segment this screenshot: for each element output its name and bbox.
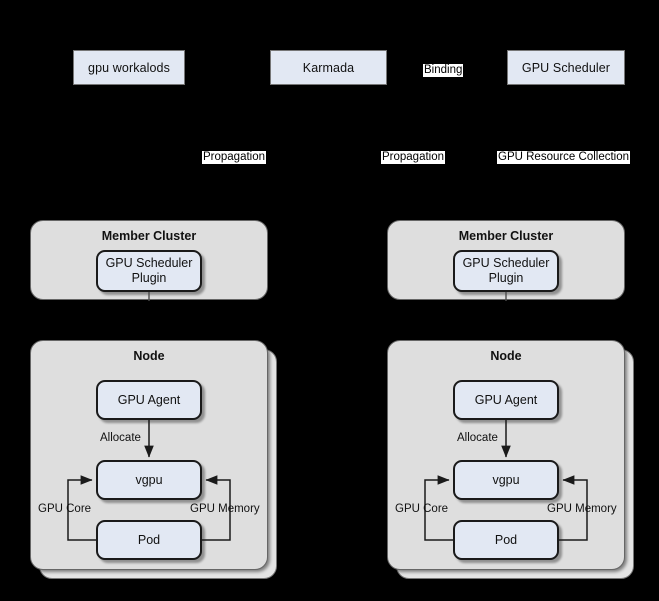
gpu-agent-left[interactable]: GPU Agent: [96, 380, 202, 420]
gpu-workloads-box[interactable]: gpu workalods: [73, 50, 185, 85]
karmada-box[interactable]: Karmada: [270, 50, 387, 85]
node-left-title: Node: [133, 349, 165, 363]
gpu-scheduler-plugin-left[interactable]: GPU Scheduler Plugin: [96, 250, 202, 292]
member-cluster-right[interactable]: Member Cluster GPU Scheduler Plugin: [387, 220, 625, 300]
gpu-memory-right-label: GPU Memory: [547, 503, 617, 515]
node-right-title: Node: [490, 349, 522, 363]
gpu-scheduler-plugin-left-label: GPU Scheduler Plugin: [105, 256, 193, 285]
gpu-workloads-label: gpu workalods: [88, 60, 170, 75]
gpu-scheduler-box[interactable]: GPU Scheduler: [507, 50, 625, 85]
pod-right[interactable]: Pod: [453, 520, 559, 560]
binding-edge-label: Binding: [423, 60, 464, 78]
propagation-right-label-text: Propagation: [381, 151, 446, 164]
member-cluster-left-title: Member Cluster: [101, 229, 197, 243]
allocate-left-label: Allocate: [100, 432, 141, 444]
gpu-agent-left-label: GPU Agent: [117, 392, 181, 407]
node-right-wires: [424, 420, 588, 541]
gpu-core-left-label: GPU Core: [38, 503, 92, 515]
gpu-resource-collection-label-text: GPU Resource Collection: [497, 151, 631, 164]
gpu-resource-collection-edge-label: GPU Resource Collection: [497, 147, 631, 165]
gpu-core-right-label: GPU Core: [395, 503, 449, 515]
gpu-memory-left-label: GPU Memory: [190, 503, 260, 515]
propagation-left-edge-label: Propagation: [202, 147, 267, 165]
node-group-left[interactable]: Node GPU Agent vgpu Pod Allo: [30, 340, 278, 580]
node-left-wires: [67, 420, 231, 541]
karmada-label: Karmada: [302, 60, 355, 75]
pod-left-label: Pod: [137, 532, 161, 547]
vgpu-right[interactable]: vgpu: [453, 460, 559, 500]
propagation-right-edge-label: Propagation: [381, 147, 446, 165]
member-cluster-right-title: Member Cluster: [458, 229, 554, 243]
pod-left[interactable]: Pod: [96, 520, 202, 560]
vgpu-right-label: vgpu: [492, 472, 520, 487]
gpu-agent-right-label: GPU Agent: [474, 392, 538, 407]
gpu-scheduler-plugin-right-label: GPU Scheduler Plugin: [462, 256, 550, 285]
gpu-scheduler-label: GPU Scheduler: [521, 60, 611, 75]
vgpu-left[interactable]: vgpu: [96, 460, 202, 500]
allocate-right-label: Allocate: [457, 432, 498, 444]
gpu-agent-right[interactable]: GPU Agent: [453, 380, 559, 420]
pod-right-label: Pod: [494, 532, 518, 547]
binding-label-text: Binding: [423, 64, 464, 77]
node-group-right[interactable]: Node GPU Agent vgpu Pod Allocate GPU Cor…: [387, 340, 635, 580]
vgpu-left-label: vgpu: [135, 472, 163, 487]
gpu-scheduler-plugin-right[interactable]: GPU Scheduler Plugin: [453, 250, 559, 292]
propagation-left-label-text: Propagation: [202, 151, 267, 164]
member-cluster-left[interactable]: Member Cluster GPU Scheduler Plugin: [30, 220, 268, 300]
